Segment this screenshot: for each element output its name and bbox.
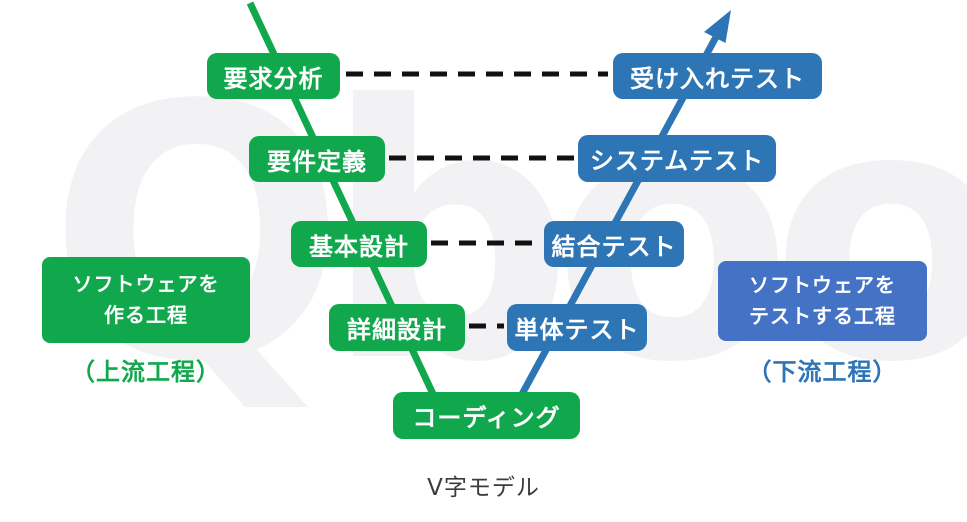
stage-label: 結合テスト (551, 232, 677, 261)
stage-label: システムテスト (589, 147, 765, 175)
stage-label: 受け入れテスト (630, 64, 805, 93)
stage-box-requirements-definition: 要件定義 (249, 136, 385, 182)
stage-box-integration-test: 結合テスト (544, 221, 684, 267)
stage-box-acceptance-test: 受け入れテスト (613, 53, 822, 99)
downstream-process-box: ソフトウェアを テストする工程 (718, 261, 927, 341)
stage-box-basic-design: 基本設計 (291, 221, 427, 267)
diagram-title: V字モデル (427, 475, 540, 501)
stage-label: 詳細設計 (347, 316, 447, 344)
stage-label: コーディング (412, 404, 561, 432)
upstream-process-line1: ソフトウェアを (72, 272, 220, 296)
upstream-process-box: ソフトウェアを 作る工程 (42, 257, 250, 343)
stage-box-system-test: システムテスト (578, 135, 776, 182)
downstream-process-line1: ソフトウェアを (749, 273, 896, 297)
arrow-up-icon (704, 10, 731, 43)
upstream-process-line2: 作る工程 (104, 303, 188, 327)
stage-label: 要件定義 (267, 147, 367, 176)
downstream-process-line2: テストする工程 (749, 304, 896, 328)
stage-label: 要求分析 (223, 64, 324, 93)
stage-label: 単体テスト (514, 316, 640, 344)
stage-label: 基本設計 (309, 232, 409, 261)
upstream-caption: （上流工程） (71, 358, 221, 386)
stage-box-unit-test: 単体テスト (507, 304, 647, 351)
qbook-watermark: Qbook (48, 31, 967, 439)
stage-box-requirements-analysis: 要求分析 (207, 53, 340, 99)
stage-box-coding: コーディング (393, 392, 580, 439)
stage-box-detailed-design: 詳細設計 (329, 304, 465, 351)
downstream-caption: （下流工程） (747, 358, 898, 386)
